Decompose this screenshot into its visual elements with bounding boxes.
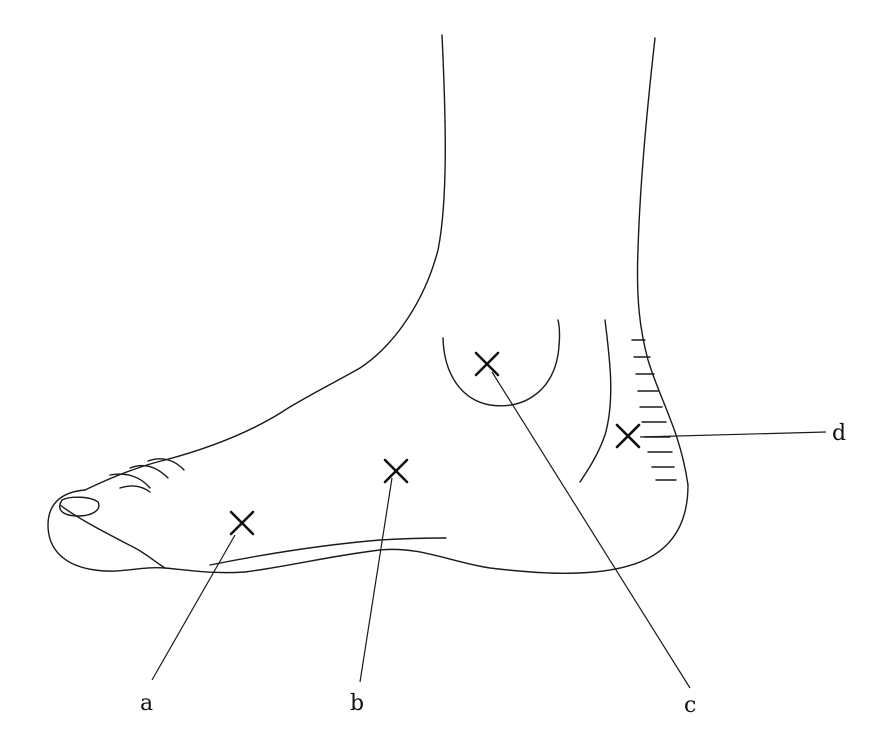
achilles-line [636,37,689,486]
marker-b-cross [383,458,409,484]
toe-stripe-1 [109,473,151,489]
toe-stripe-2 [129,464,169,479]
foot-outline [47,34,689,574]
toe-tip-and-sole [47,484,689,574]
toenail [59,496,100,517]
toe-top-line [84,459,166,491]
leader-b [359,477,393,683]
label-d: d [832,421,846,446]
leader-lines [151,371,827,689]
toe-inner-contour [59,504,166,569]
ankle-bone-contour [442,319,561,407]
leader-c [491,371,691,689]
leader-d [639,431,827,438]
toe-stripe-3 [147,458,185,471]
toe-stripe-4 [119,485,151,493]
marker-c-cross [474,351,500,377]
arch-line [209,537,447,566]
marker-d-cross [615,423,641,449]
tendon-line [579,319,612,483]
shin-front-line [164,34,446,461]
leader-a [151,534,236,681]
label-b: b [350,691,364,716]
heel-hatching [631,339,677,481]
label-c: c [684,693,696,718]
marker-a-cross [229,510,255,536]
label-a: a [140,691,153,716]
